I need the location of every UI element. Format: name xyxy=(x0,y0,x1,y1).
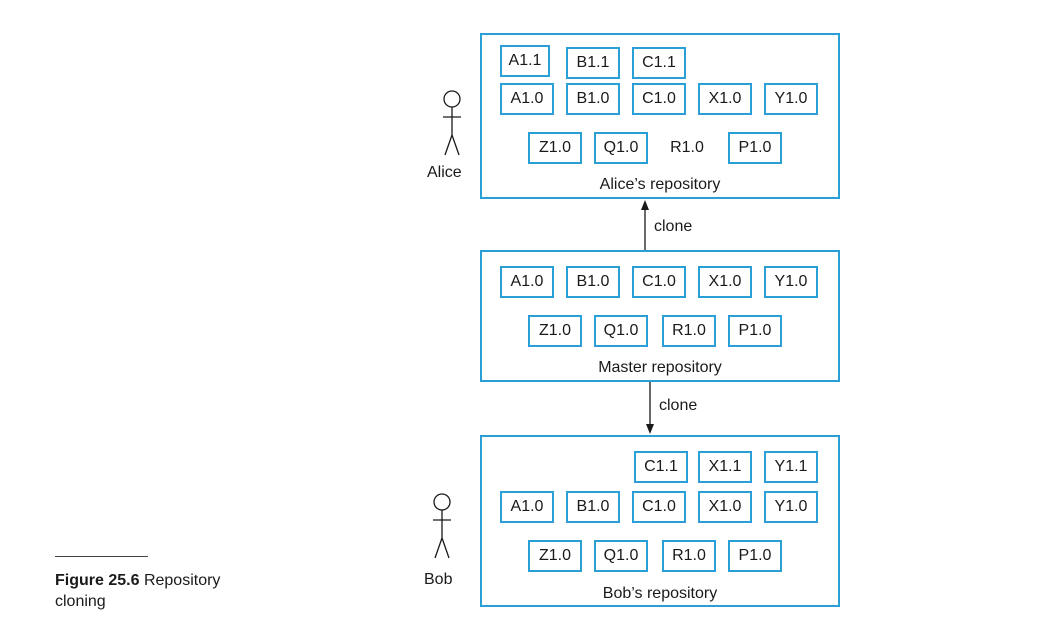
bob-item-b1-0: B1.0 xyxy=(566,491,620,523)
alice-item-r1-0: R1.0 xyxy=(660,132,714,164)
alice-item-b1-1: B1.1 xyxy=(566,47,620,79)
bob-repository: C1.1 X1.1 Y1.1 A1.0 B1.0 C1.0 X1.0 Y1.0 … xyxy=(480,435,840,607)
master-item-c1-0: C1.0 xyxy=(632,266,686,298)
master-repository-label: Master repository xyxy=(598,359,722,376)
alice-item-p1-0: P1.0 xyxy=(728,132,782,164)
bob-item-c1-0: C1.0 xyxy=(632,491,686,523)
master-repository: A1.0 B1.0 C1.0 X1.0 Y1.0 Z1.0 Q1.0 R1.0 … xyxy=(480,250,840,382)
alice-repository-label: Alice’s repository xyxy=(599,176,721,193)
bob-item-x1-1: X1.1 xyxy=(698,451,752,483)
bob-item-y1-0: Y1.0 xyxy=(764,491,818,523)
master-item-z1-0: Z1.0 xyxy=(528,315,582,347)
alice-stick-figure-icon xyxy=(443,90,461,156)
clone-to-bob-label: clone xyxy=(659,397,698,414)
bob-item-p1-0: P1.0 xyxy=(728,540,782,572)
alice-item-a1-0: A1.0 xyxy=(500,83,554,115)
alice-item-c1-0: C1.0 xyxy=(632,83,686,115)
figure-caption: Figure 25.6 Repository cloning xyxy=(55,570,275,612)
bob-item-r1-0: R1.0 xyxy=(662,540,716,572)
master-item-y1-0: Y1.0 xyxy=(764,266,818,298)
clone-to-alice-arrowhead xyxy=(641,200,649,210)
bob-repository-label: Bob’s repository xyxy=(602,585,718,602)
clone-to-alice-label: clone xyxy=(654,218,693,235)
bob-item-z1-0: Z1.0 xyxy=(528,540,582,572)
master-item-q1-0: Q1.0 xyxy=(594,315,648,347)
clone-to-bob-arrowhead xyxy=(646,424,654,434)
bob-item-y1-1: Y1.1 xyxy=(764,451,818,483)
bob-item-x1-0: X1.0 xyxy=(698,491,752,523)
master-item-p1-0: P1.0 xyxy=(728,315,782,347)
figure-number: Figure 25.6 xyxy=(55,572,140,589)
alice-item-a1-1: A1.1 xyxy=(500,45,550,77)
figure-title: Repository cloning xyxy=(55,572,221,610)
bob-item-a1-0: A1.0 xyxy=(500,491,554,523)
alice-item-y1-0: Y1.0 xyxy=(764,83,818,115)
master-item-a1-0: A1.0 xyxy=(500,266,554,298)
master-item-x1-0: X1.0 xyxy=(698,266,752,298)
caption-rule xyxy=(55,556,148,557)
alice-item-x1-0: X1.0 xyxy=(698,83,752,115)
master-item-b1-0: B1.0 xyxy=(566,266,620,298)
bob-name: Bob xyxy=(424,571,453,588)
bob-item-c1-1: C1.1 xyxy=(634,451,688,483)
bob-item-q1-0: Q1.0 xyxy=(594,540,648,572)
master-item-r1-0: R1.0 xyxy=(662,315,716,347)
alice-item-z1-0: Z1.0 xyxy=(528,132,582,164)
alice-item-b1-0: B1.0 xyxy=(566,83,620,115)
alice-item-q1-0: Q1.0 xyxy=(594,132,648,164)
alice-name: Alice xyxy=(427,164,462,181)
bob-stick-figure-icon xyxy=(433,493,451,559)
alice-repository: A1.1 B1.1 C1.1 A1.0 B1.0 C1.0 X1.0 Y1.0 … xyxy=(480,33,840,199)
alice-item-c1-1: C1.1 xyxy=(632,47,686,79)
